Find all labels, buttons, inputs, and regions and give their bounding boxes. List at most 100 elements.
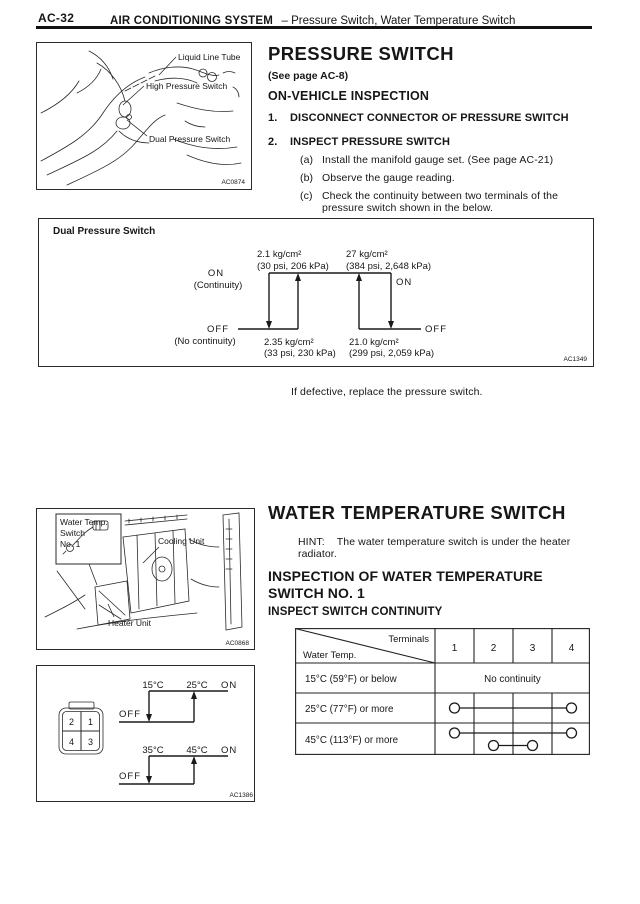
low-on-value: 2.35 kg/cm² [264,337,314,348]
down-arrow-low [266,321,272,329]
corner-water-temp-label: Water Temp. [303,650,356,661]
high-on-value: 21.0 kg/cm² [349,337,399,348]
substep-b-letter: (b) [300,172,314,184]
substep-a: (a) Install the manifold gauge set. (See… [300,154,600,166]
figure-code: AC1349 [564,356,588,363]
chart2-up-arrow [191,756,197,764]
row2-connection-1-4 [448,702,578,714]
inspect-continuity-heading: INSPECT SWITCH CONTINUITY [268,606,443,618]
see-page-note: (See page AC-8) [268,70,349,82]
pin-1: 1 [88,717,93,727]
figure-temp-hysteresis: 2 1 4 3 15°C 25°C ON OFF 35°C [36,665,255,802]
high-cutoff-value: 27 kg/cm² [346,249,388,260]
chart1-off-label: OFF [119,709,141,720]
step-1-number: 1. [268,112,278,124]
figure-engine-bay: Liquid Line Tube High Pressure Switch Du… [36,42,252,190]
temp-chart-2: 35°C 45°C ON OFF [119,745,237,785]
label-water-temp-line3: No. 1 [60,539,81,549]
page-title-system: AIR CONDITIONING SYSTEM [110,15,274,27]
chart2-off-label: OFF [119,771,141,782]
defective-note: If defective, replace the pressure switc… [291,386,483,398]
step-1: 1. DISCONNECT CONNECTOR OF PRESSURE SWIT… [268,112,598,124]
figure-code: AC0874 [222,179,246,186]
on-right-label: ON [396,277,412,288]
label-high-pressure-switch: High Pressure Switch [146,81,228,91]
temp-chart-1: 15°C 25°C ON OFF [119,680,237,723]
row1-result: No continuity [484,674,541,685]
page-title: AIR CONDITIONING SYSTEM – Pressure Switc… [110,11,515,29]
inset-water-temp-switch: Water Temp. Switch No. 1 [55,513,122,586]
chart1-on-label: ON [221,680,237,691]
label-dual-pressure-switch: Dual Pressure Switch [149,134,231,144]
inspection-heading: INSPECTION OF WATER TEMPERATURE SWITCH N… [268,568,543,601]
substep-b-text: Observe the gauge reading. [322,172,455,184]
continuity-table: Terminals Water Temp. 1 2 3 4 15°C (59°F… [295,628,590,755]
high-on-subvalue: (299 psi, 2,059 kPa) [349,348,434,359]
down-arrow-high [388,321,394,329]
figure-code: AC1386 [230,792,254,799]
page-code: AC-32 [38,11,75,25]
page-title-subtitle: – Pressure Switch, Water Temperature Swi… [281,15,516,27]
connector-drawing: 2 1 4 3 [58,701,104,755]
low-on-subvalue: (33 psi, 230 kPa) [264,348,336,359]
chart-title: Dual Pressure Switch [53,226,155,237]
label-liquid-line-tube: Liquid Line Tube [178,52,241,62]
step-2-text: INSPECT PRESSURE SWITCH [290,136,450,148]
col-terminal-2: 2 [491,643,497,654]
pin-2: 2 [69,717,74,727]
step-2: 2. INSPECT PRESSURE SWITCH [268,136,598,148]
low-cutoff-subvalue: (30 psi, 206 kPa) [257,261,329,272]
chart1-down-arrow [146,714,152,722]
substep-a-letter: (a) [300,154,314,166]
temp-hysteresis-diagram: 2 1 4 3 15°C 25°C ON OFF 35°C [58,680,254,799]
col-terminal-1: 1 [452,643,458,654]
off-sublabel: (No continuity) [174,336,235,347]
row3-connection-1-4 [448,727,578,739]
row3-label: 45°C (113°F) or more [305,735,399,746]
hint-paragraph: HINT:The water temperature switch is und… [298,536,594,561]
substep-b: (b) Observe the gauge reading. [300,172,600,184]
hint-text: The water temperature switch is under th… [298,536,571,561]
pressure-switch-heading: PRESSURE SWITCH [268,43,454,64]
up-arrow-high [356,273,362,281]
on-label: ON [208,268,224,279]
chart2-down-arrow [146,776,152,784]
low-cutoff-value: 2.1 kg/cm² [257,249,301,260]
up-arrow-low [295,273,301,281]
heater-line-art [44,512,243,631]
substep-c-letter: (c) [300,190,313,202]
hysteresis-trace [238,272,421,330]
engine-bay-illustration: Liquid Line Tube High Pressure Switch Du… [40,50,246,186]
chart1-up-arrow [191,691,197,699]
hint-label: HINT: [298,536,325,548]
off-right-label: OFF [425,324,447,335]
dual-pressure-hysteresis-diagram: Dual Pressure Switch ON (Continuity) OFF… [53,226,588,363]
label-cooling-unit: Cooling Unit [158,536,205,546]
chart1-on-temp: 25°C [186,680,207,691]
chart2-on-label: ON [221,745,237,756]
corner-terminals-label: Terminals [388,634,429,645]
chart2-off-temp: 35°C [142,745,163,756]
header-rule [36,26,592,29]
row1-label: 15°C (59°F) or below [305,674,398,685]
label-water-temp-line1: Water Temp. [60,517,108,527]
inset-connector-art [62,520,109,555]
on-sublabel: (Continuity) [194,280,243,291]
engine-leader-lines [122,56,177,137]
chart1-off-temp: 15°C [142,680,163,691]
off-label: OFF [207,324,229,335]
label-water-temp-line2: Switch [60,528,85,538]
figure-dual-pressure-chart: Dual Pressure Switch ON (Continuity) OFF… [38,218,594,367]
label-heater-unit: Heater Unit [108,618,152,628]
table-grid [295,628,590,755]
pin-4: 4 [69,737,74,747]
chart2-on-temp: 45°C [186,745,207,756]
row2-label: 25°C (77°F) or more [305,704,394,715]
substep-c-text: Check the continuity between two termina… [322,190,559,215]
step-1-text: DISCONNECT CONNECTOR OF PRESSURE SWITCH [290,112,569,124]
pin-3: 3 [88,737,93,747]
substep-c: (c) Check the continuity between two ter… [300,190,592,215]
high-cutoff-subvalue: (384 psi, 2,648 kPa) [346,261,431,272]
on-vehicle-inspection-heading: ON-VEHICLE INSPECTION [268,89,430,103]
